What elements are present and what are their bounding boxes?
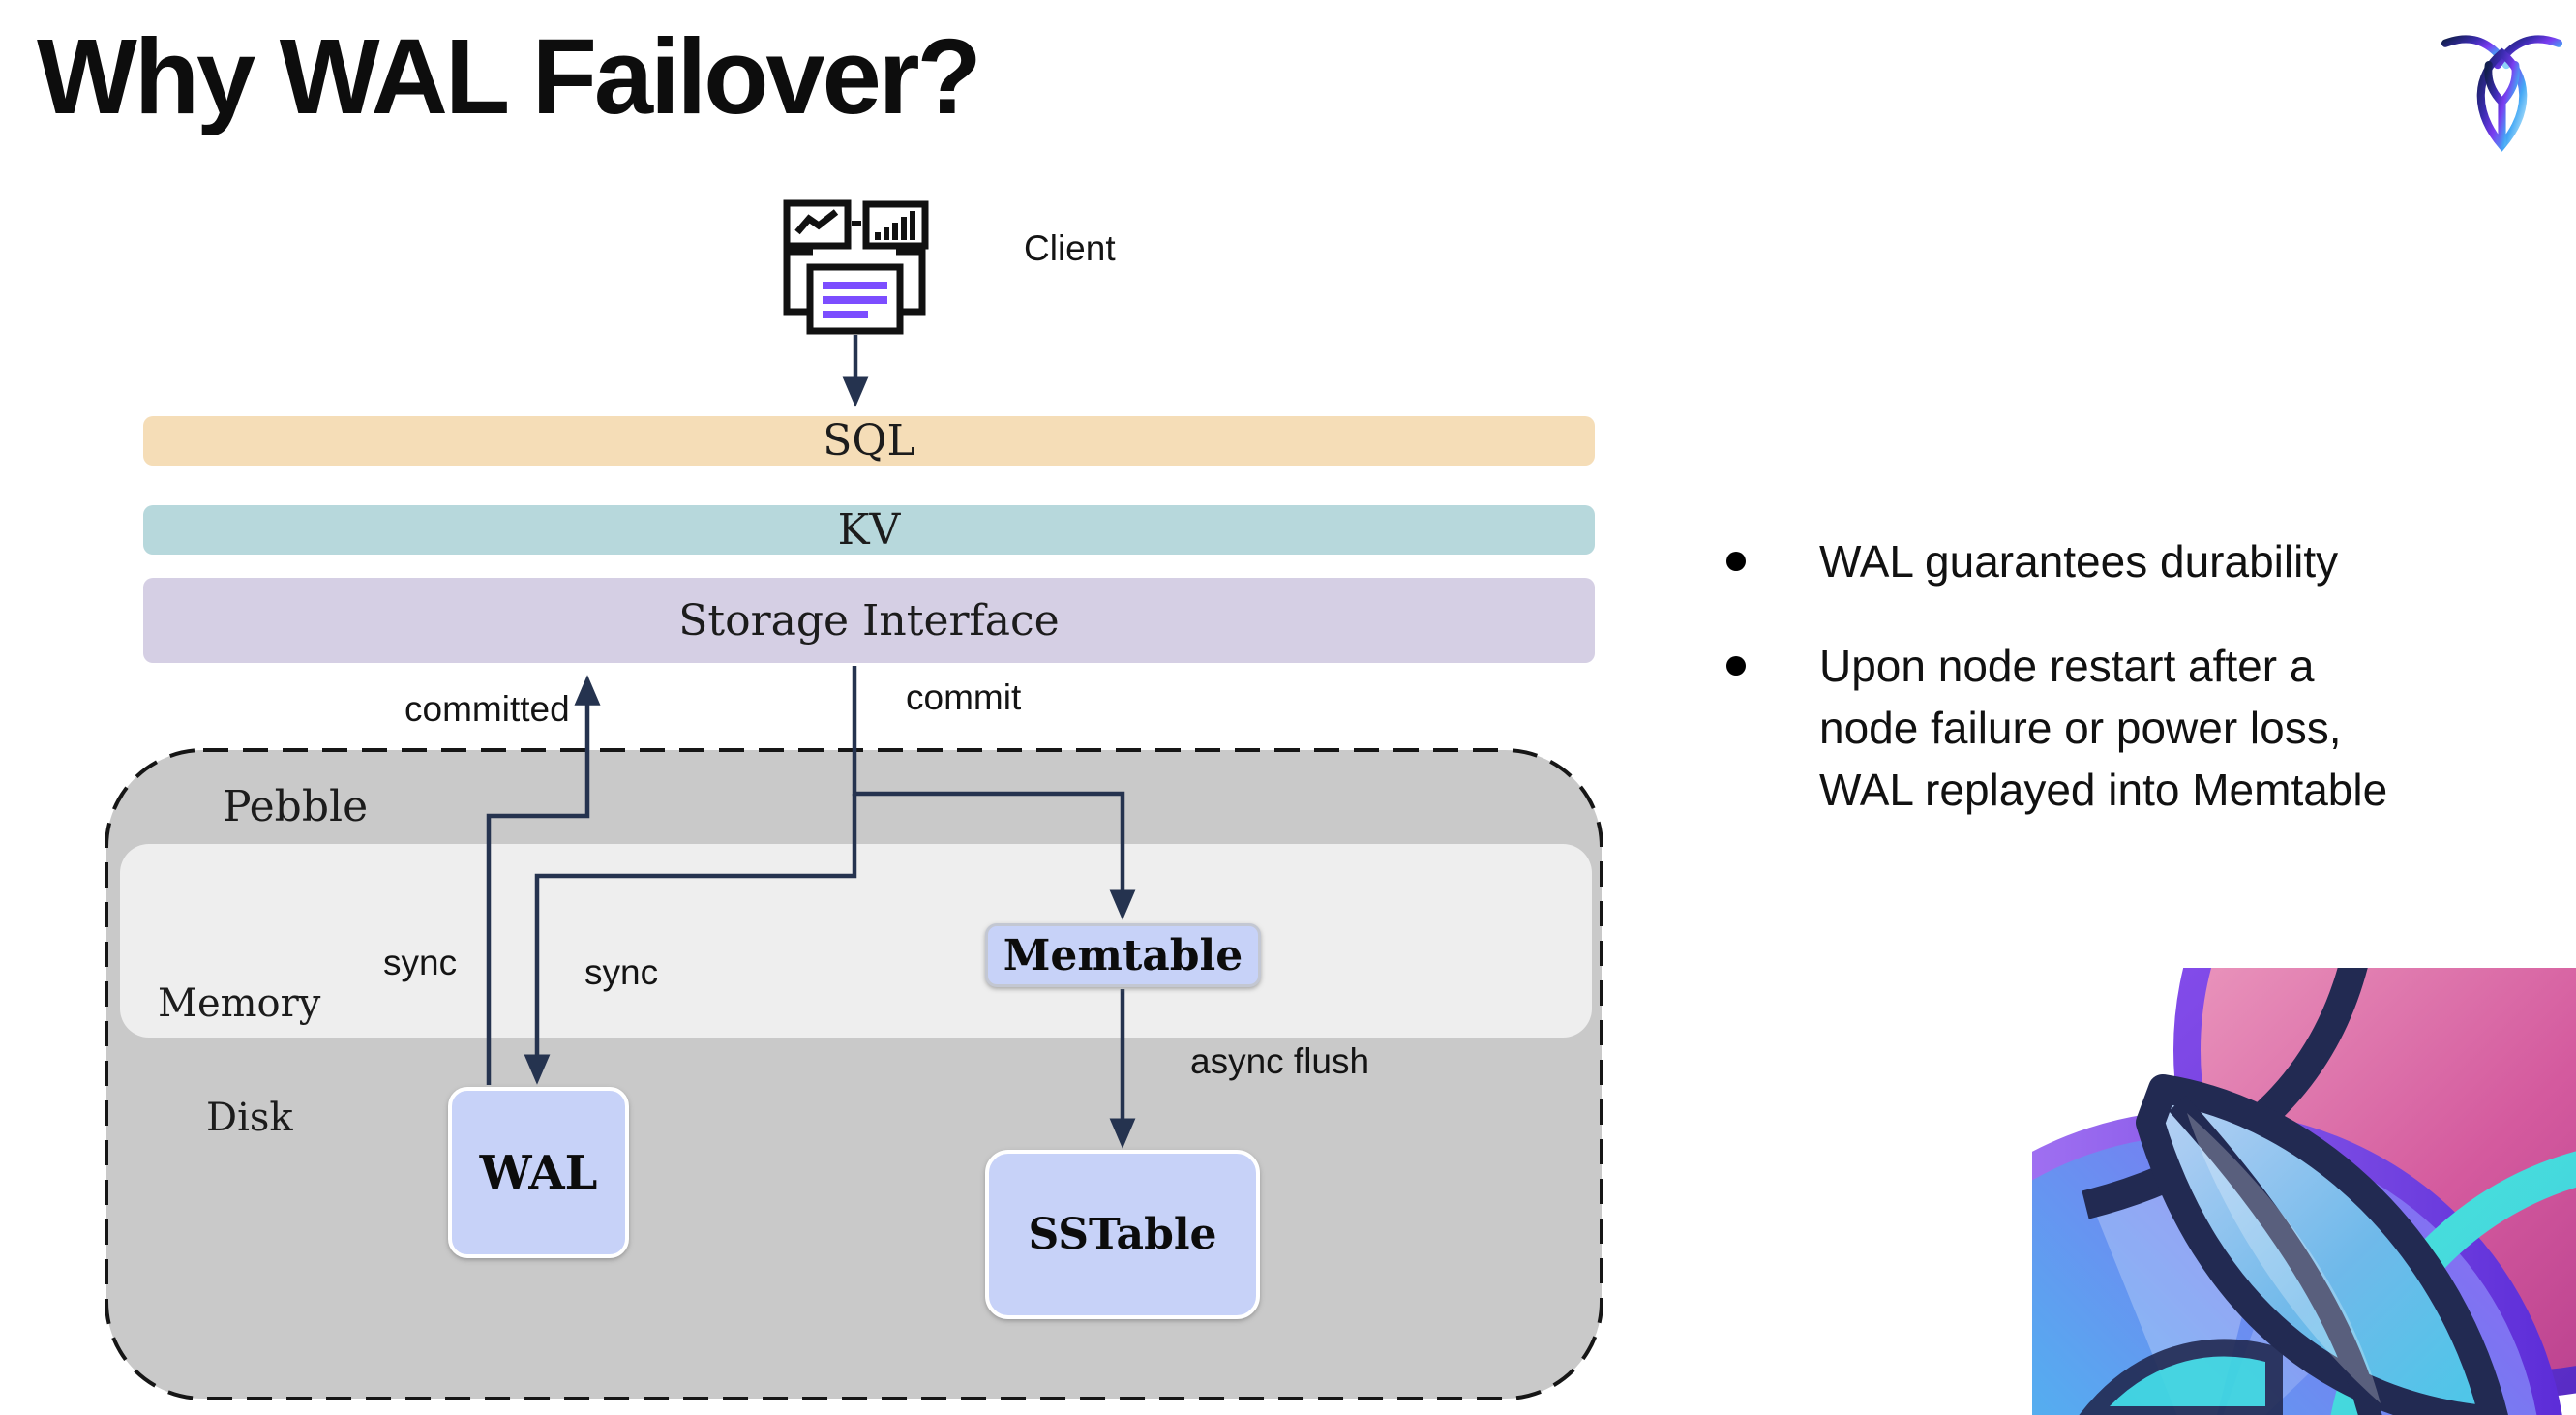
pebble-label: Pebble	[223, 782, 369, 831]
bullet-text: node failure or power loss,	[1819, 703, 2342, 753]
bullet-text: WAL guarantees durability	[1819, 536, 2339, 587]
client-label: Client	[1024, 228, 1116, 268]
layer-bar-storage-interface: Storage Interface	[143, 578, 1595, 663]
bracket-right-icon	[896, 248, 926, 316]
sync-left-label: sync	[383, 943, 458, 982]
commit-label: commit	[906, 677, 1022, 717]
bullet-text: Upon node restart after a	[1819, 641, 2315, 691]
bullet-item-replay: Upon node restart after a node failure o…	[1724, 635, 2499, 821]
slide-title: Why WAL Failover?	[37, 17, 982, 136]
layer-bar-sql-label: SQL	[823, 416, 915, 466]
memtable-node-label: Memtable	[1003, 930, 1243, 980]
sstable-node-label: SSTable	[1028, 1210, 1217, 1259]
bullet-text: WAL replayed into Memtable	[1819, 765, 2388, 815]
layer-bar-kv-label: KV	[837, 505, 901, 555]
memtable-node: Memtable	[985, 923, 1261, 987]
document-lines	[823, 282, 887, 318]
bracket-left-icon	[783, 248, 813, 316]
sstable-node: SSTable	[985, 1150, 1260, 1319]
bullet-dot	[1726, 552, 1746, 571]
committed-label: committed	[404, 689, 570, 729]
wal-node-label: WAL	[479, 1145, 598, 1200]
bullet-dot	[1726, 656, 1746, 676]
layer-bar-kv: KV	[143, 505, 1595, 555]
sync-right-label: sync	[584, 952, 659, 992]
bullet-list: WAL guarantees durability Upon node rest…	[1724, 530, 2499, 821]
memory-region	[120, 844, 1592, 1038]
line-chart-icon	[783, 199, 852, 250]
cockroachdb-logo-icon	[2441, 35, 2562, 152]
async-flush-label: async flush	[1190, 1041, 1370, 1081]
disk-label: Disk	[206, 1096, 293, 1140]
brand-artwork	[2032, 968, 2576, 1415]
client-icon	[783, 199, 929, 335]
layer-bar-storage-label: Storage Interface	[678, 595, 1060, 646]
layer-bar-sql: SQL	[143, 416, 1595, 466]
memory-label: Memory	[158, 981, 321, 1026]
wal-node: WAL	[448, 1087, 629, 1258]
bullet-item-durability: WAL guarantees durability	[1724, 530, 2499, 592]
dash-connector	[852, 221, 861, 226]
